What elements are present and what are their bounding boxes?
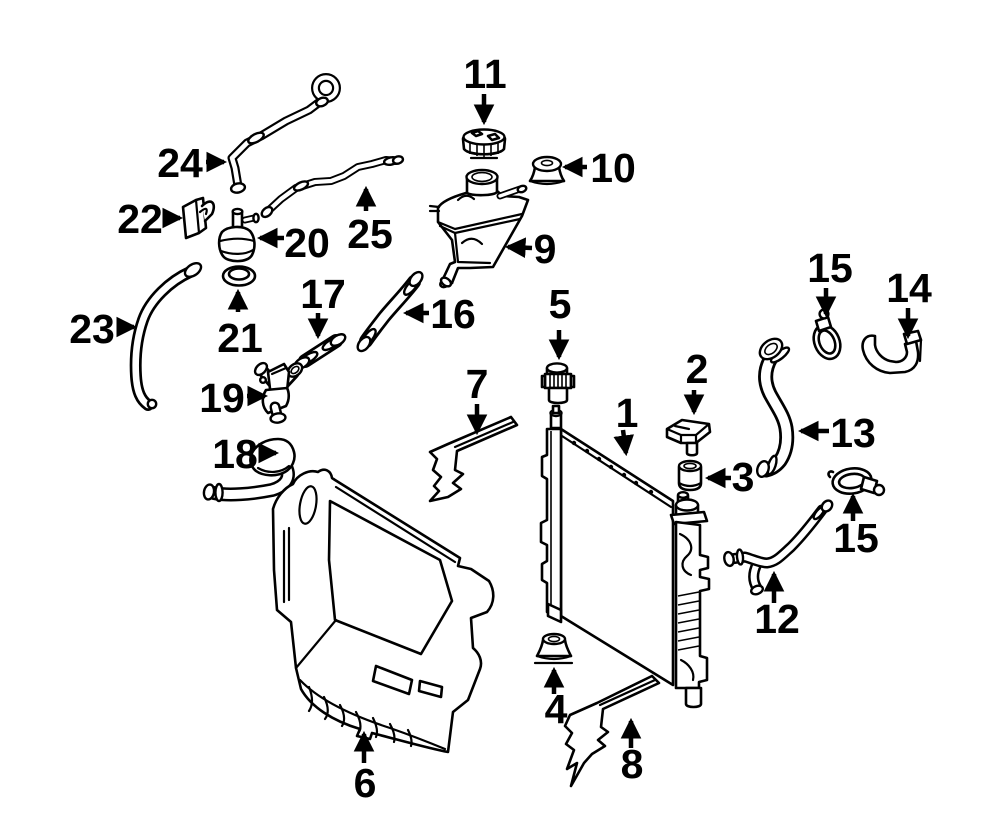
callout-2: 2	[683, 346, 709, 416]
callout-24: 24	[157, 140, 228, 186]
callout-3: 3	[704, 454, 755, 500]
callout-12: 12	[754, 570, 800, 642]
callout-15b-label: 15	[833, 515, 879, 561]
callout-14-label: 14	[886, 265, 932, 311]
hose-12-drawing	[723, 499, 834, 596]
callout-11: 11	[463, 51, 507, 126]
callout-5: 5	[549, 281, 572, 361]
callout-22: 22	[117, 196, 184, 242]
callout-18: 18	[212, 431, 280, 477]
thermostat-housing-19-drawing	[253, 361, 304, 424]
callout-21-label: 21	[217, 315, 263, 361]
callout-17: 17	[300, 271, 346, 340]
hose-13-drawing	[756, 337, 795, 478]
radiator-1-drawing	[539, 404, 711, 709]
callout-24-label: 24	[157, 140, 203, 186]
callout-16: 16	[402, 291, 476, 337]
callout-19-label: 19	[199, 375, 245, 421]
callout-15b: 15	[833, 492, 879, 561]
sensor-5-drawing	[540, 362, 576, 405]
clip-22-drawing	[181, 196, 216, 240]
seal-21-drawing	[221, 265, 257, 287]
callout-17-label: 17	[300, 271, 346, 317]
callout-18-label: 18	[212, 431, 258, 477]
hose-23-drawing	[129, 261, 203, 411]
callout-16-label: 16	[430, 291, 476, 337]
callout-23-label: 23	[69, 306, 115, 352]
callout-7-label: 7	[466, 361, 489, 407]
callout-6: 6	[354, 730, 377, 806]
hose-16-drawing	[356, 270, 424, 353]
callout-21: 21	[217, 288, 263, 361]
callout-19: 19	[199, 375, 269, 421]
callout-23: 23	[69, 306, 138, 352]
callout-8: 8	[621, 717, 644, 787]
callout-8-label: 8	[621, 741, 644, 787]
bushing-3-drawing	[677, 459, 703, 492]
callout-13-label: 13	[830, 410, 876, 456]
callouts: 1 2 3 4 5 6 7 8	[69, 51, 932, 806]
callout-3-label: 3	[732, 454, 755, 500]
callout-2-label: 2	[686, 346, 709, 392]
callout-4-label: 4	[545, 686, 568, 732]
plug-10-drawing	[528, 155, 566, 186]
callout-1-label: 1	[616, 390, 639, 436]
hose-17-drawing	[293, 333, 347, 370]
clamp-15a-drawing	[812, 308, 842, 361]
callout-10: 10	[561, 145, 636, 191]
callout-25-label: 25	[347, 211, 393, 257]
callout-12-label: 12	[754, 596, 800, 642]
callout-9: 9	[504, 226, 557, 272]
callout-22-label: 22	[117, 196, 163, 242]
vent-hose-24-drawing	[227, 73, 341, 194]
callout-20-label: 20	[284, 220, 330, 266]
callout-10-label: 10	[590, 145, 636, 191]
callout-14: 14	[886, 265, 932, 340]
radiator-cap-11-drawing	[461, 128, 507, 160]
callout-9-label: 9	[534, 226, 557, 272]
callout-11-label: 11	[463, 51, 506, 97]
aux-pump-20-drawing	[217, 207, 260, 263]
bracket-8-drawing	[563, 674, 661, 788]
callout-15a-label: 15	[807, 245, 853, 291]
callout-13: 13	[797, 410, 876, 456]
callout-4: 4	[543, 666, 568, 732]
callout-1: 1	[613, 390, 639, 457]
bracket-2-drawing	[665, 418, 712, 457]
callout-25: 25	[347, 185, 393, 257]
callout-6-label: 6	[354, 760, 377, 806]
mount-4-drawing	[533, 632, 574, 665]
expansion-tank-9-drawing	[428, 168, 530, 289]
callout-5-label: 5	[549, 281, 572, 327]
callout-20: 20	[256, 220, 330, 266]
hose-25-drawing	[260, 155, 405, 219]
fan-shroud-6-drawing	[271, 468, 495, 754]
callout-15a: 15	[807, 245, 853, 318]
callout-7: 7	[466, 361, 489, 436]
